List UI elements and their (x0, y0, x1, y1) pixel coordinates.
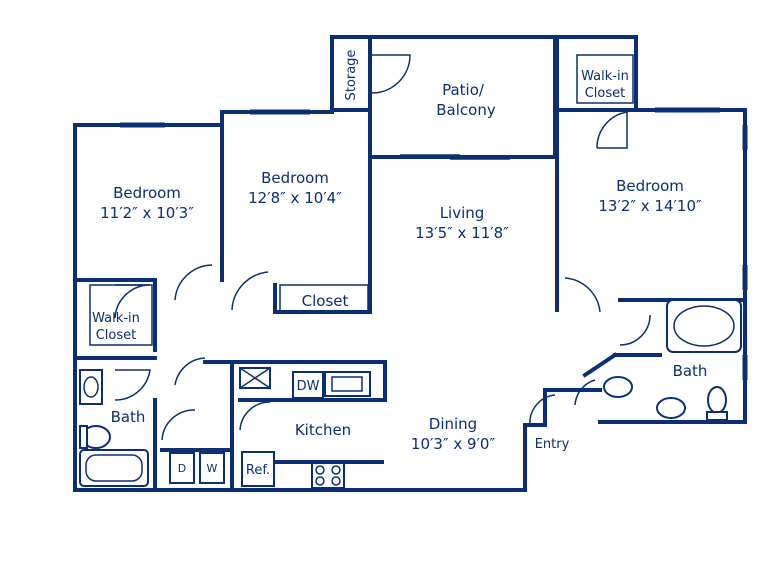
toilet-right (707, 386, 727, 414)
living-size: 13′5″ x 11′8″ (415, 224, 509, 242)
bedroom-left-name: Bedroom (113, 184, 181, 202)
kitchen-fixtures (169, 367, 384, 489)
kitchen-label: Kitchen (295, 421, 351, 439)
bedroom-right-size: 13′2″ x 14′10″ (598, 197, 702, 215)
closet-mid-label: Closet (302, 292, 349, 310)
walkin-right-line2: Closet (585, 86, 626, 101)
bathtub-left (79, 449, 149, 487)
bathtub-right (666, 299, 742, 353)
walkin-left-line1: Walk-in (92, 311, 140, 326)
doors (114, 54, 651, 441)
washer-label: W (207, 462, 218, 475)
bedroom-left-size: 11′2″ x 10′3″ (100, 204, 194, 222)
storage-label: Storage (344, 50, 359, 101)
walkin-right-line1: Walk-in (581, 69, 629, 84)
bedroom-right-name: Bedroom (616, 177, 684, 195)
bath-left-label: Bath (111, 408, 146, 426)
sink-right-1 (603, 376, 633, 398)
refrigerator-label: Ref. (246, 463, 270, 478)
bedroom-mid-size: 12′8″ x 10′4″ (248, 189, 342, 207)
sink-left (79, 369, 103, 405)
dishwasher-label: DW (297, 379, 320, 394)
bath-right-label: Bath (673, 362, 708, 380)
dryer-label: D (178, 462, 186, 475)
refrigerator-box (241, 451, 275, 487)
patio-label-line2: Balcony (436, 101, 496, 119)
entry-label: Entry (535, 437, 570, 452)
patio-label-line1: Patio/ (442, 81, 485, 99)
dining-name: Dining (429, 415, 477, 433)
walls (73, 35, 747, 492)
sink-right-2 (656, 397, 686, 419)
sliding-door (400, 154, 510, 160)
dryer-box (169, 452, 195, 484)
windows (120, 107, 748, 380)
closet-panels (89, 54, 634, 346)
dining-size: 10′3″ x 9′0″ (411, 435, 496, 453)
washer-box (199, 452, 225, 484)
dishwasher-box (292, 371, 324, 399)
bedroom-mid-name: Bedroom (261, 169, 329, 187)
walkin-left-line2: Closet (96, 328, 137, 343)
living-name: Living (440, 204, 485, 222)
bath-fixtures (79, 299, 742, 487)
